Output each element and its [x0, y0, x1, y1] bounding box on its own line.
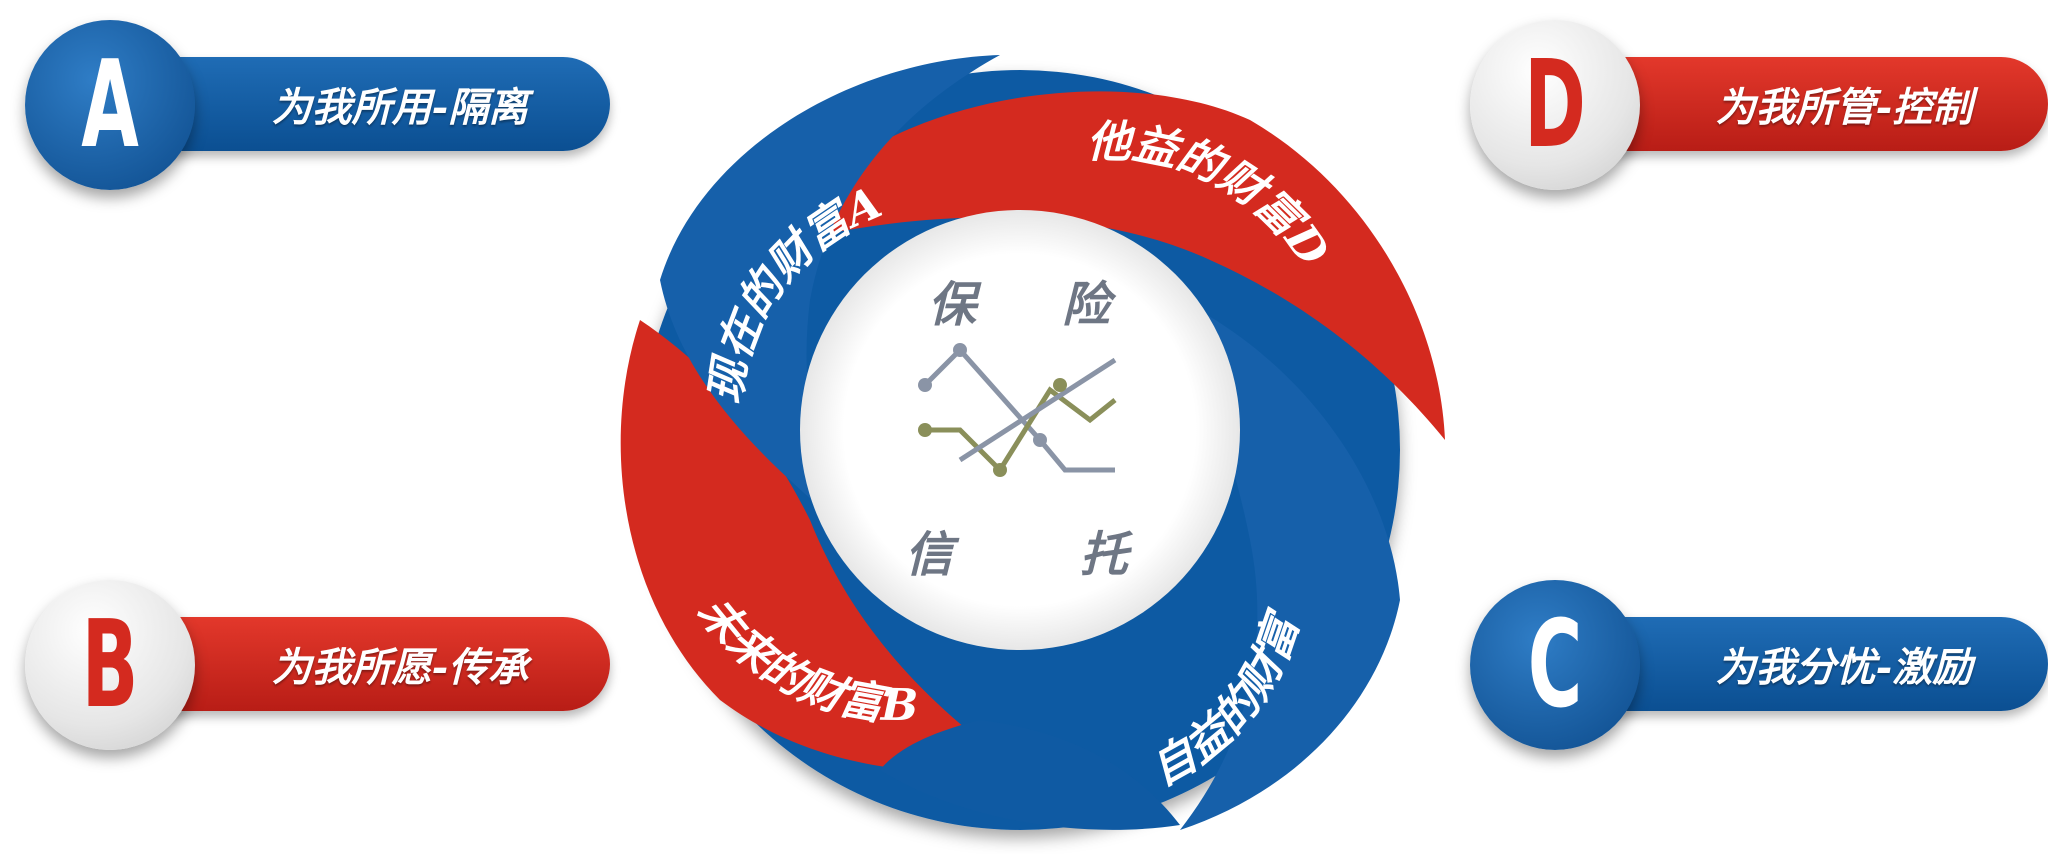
- ring-hole: [800, 210, 1240, 650]
- item-c-label: 为我分忧-激励: [1600, 617, 2048, 711]
- item-c-badge: C: [1470, 580, 1640, 750]
- center-word-xian: 险: [1062, 265, 1110, 335]
- item-a-banner: 为我所用-隔离: [150, 57, 610, 151]
- item-b-badge: B: [25, 580, 195, 750]
- center-word-tuo: 托: [1080, 515, 1128, 585]
- item-b-letter: B: [57, 580, 162, 750]
- item-d-banner: 为我所管-控制: [1600, 57, 2048, 151]
- item-b-banner: 为我所愿-传承: [150, 617, 610, 711]
- item-d-badge: D: [1470, 20, 1640, 190]
- item-a-badge: A: [25, 20, 195, 190]
- item-d-letter: D: [1502, 20, 1607, 190]
- item-b-label: 为我所愿-传承: [150, 617, 610, 711]
- item-a-label: 为我所用-隔离: [150, 57, 610, 151]
- item-c-banner: 为我分忧-激励: [1600, 617, 2048, 711]
- item-c-letter: C: [1502, 580, 1607, 750]
- center-word-bao: 保: [928, 265, 976, 335]
- item-d-label: 为我所管-控制: [1600, 57, 2048, 151]
- center-word-xin: 信: [905, 515, 953, 585]
- item-a-letter: A: [57, 20, 162, 190]
